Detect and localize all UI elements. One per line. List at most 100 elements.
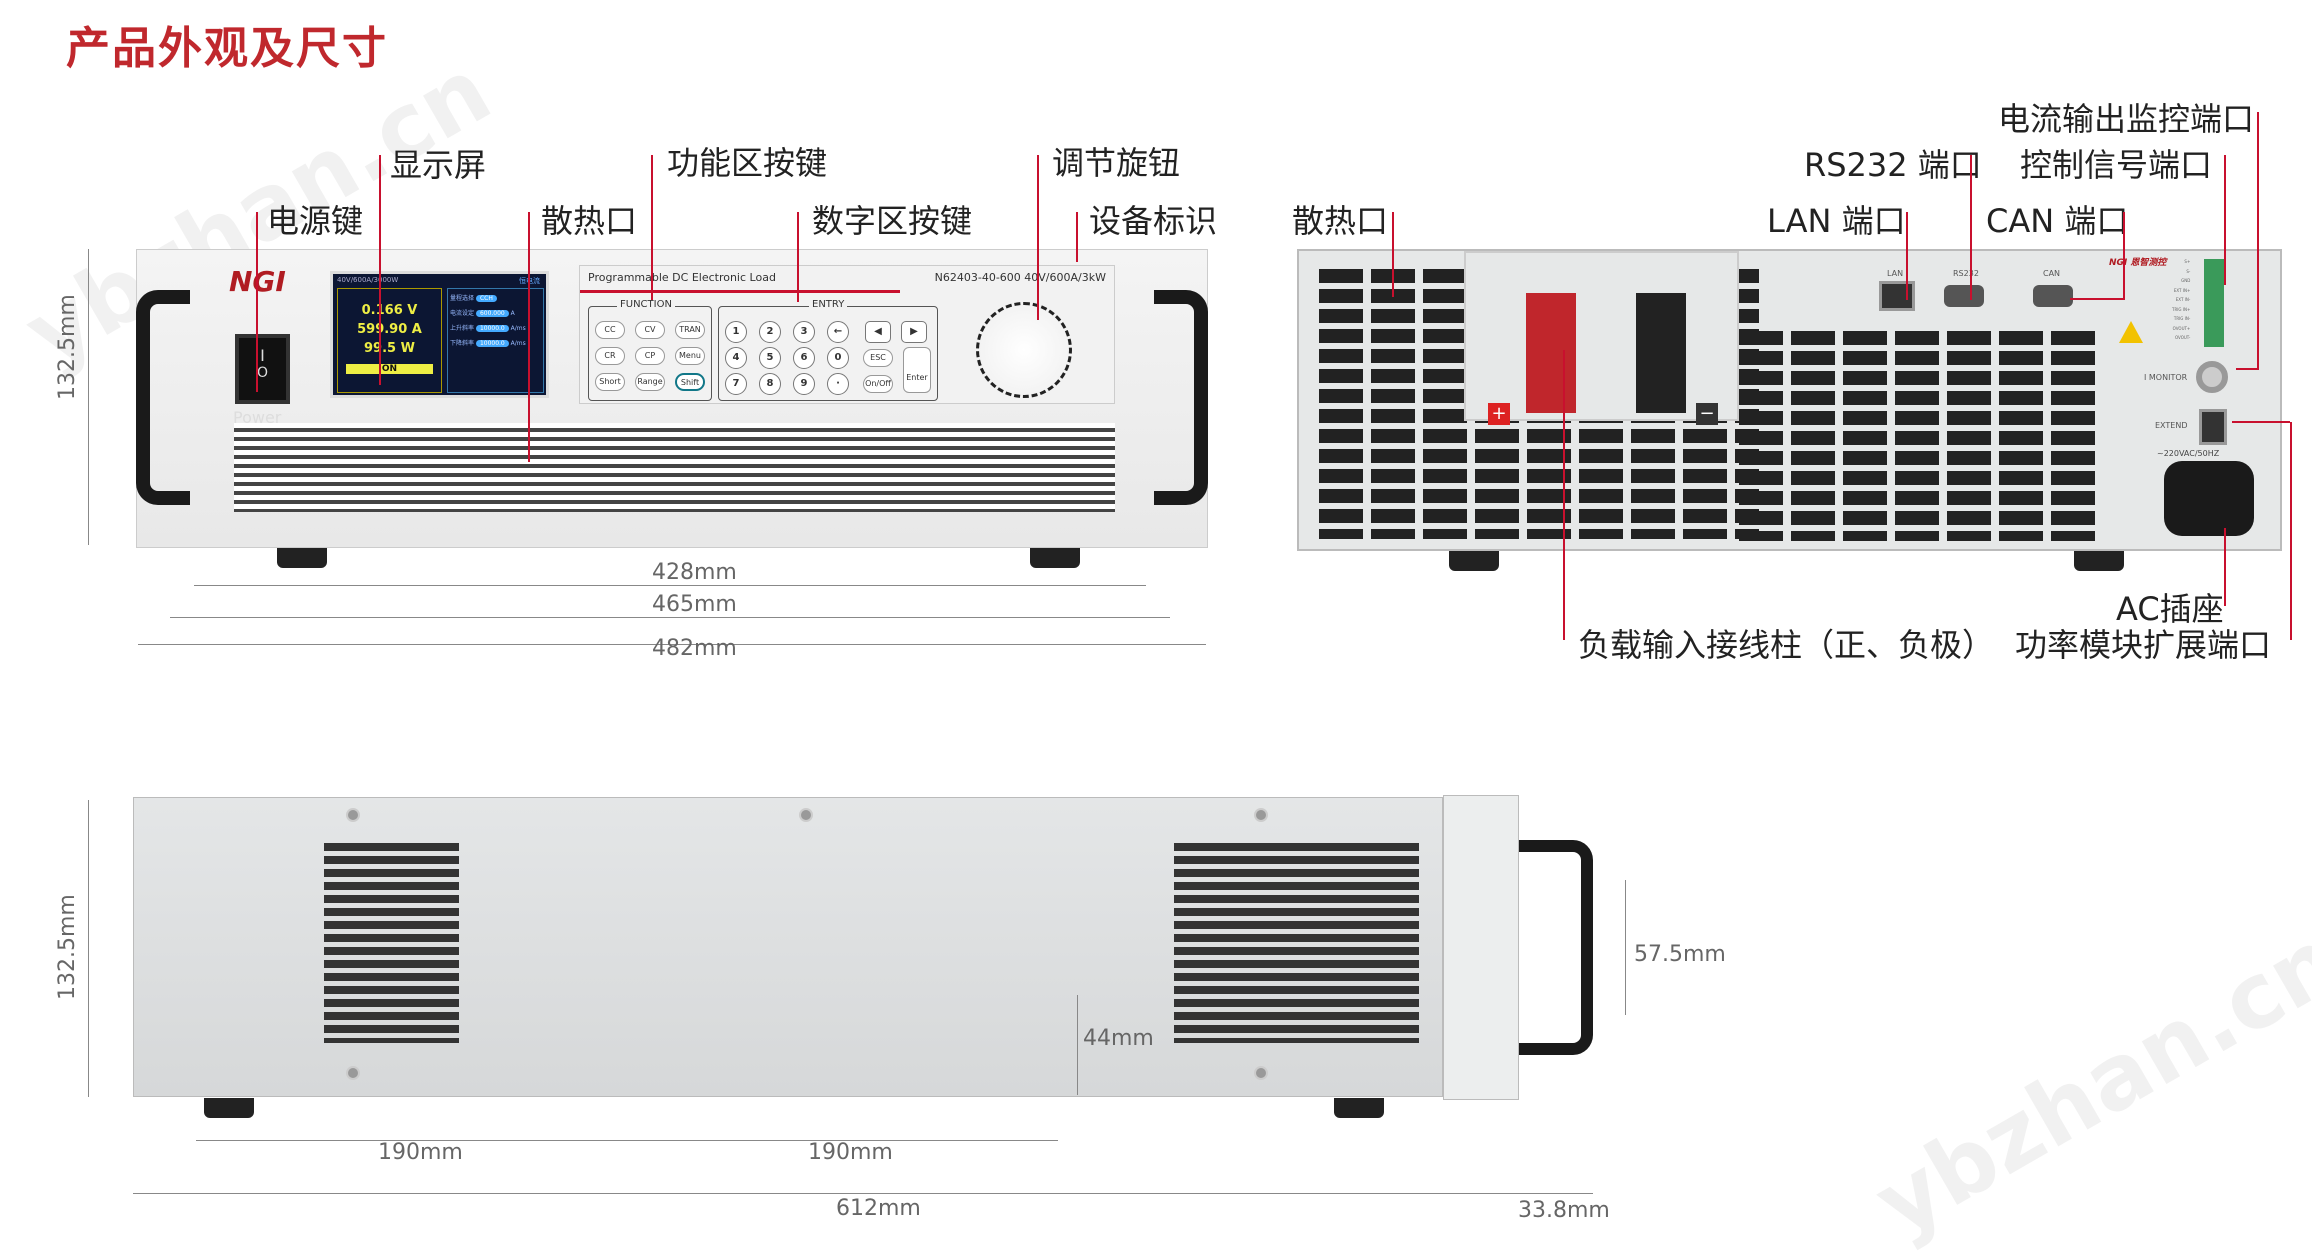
key-backspace[interactable]: ← [827, 321, 849, 343]
right-handle [1154, 290, 1208, 505]
power-reading: 99.5 W [364, 341, 415, 356]
adjust-knob[interactable] [976, 302, 1072, 398]
key-menu[interactable]: Menu [675, 347, 705, 365]
front-vent [234, 423, 1115, 512]
key-cv[interactable]: CV [635, 321, 665, 339]
control-signal-terminal[interactable] [2204, 259, 2224, 347]
function-group: FUNCTION CC CV TRAN CR CP Menu Short Ran… [588, 299, 712, 401]
key-left[interactable]: ◀ [865, 321, 891, 343]
label-lan: LAN 端口 [1767, 202, 1906, 240]
label-rs232: RS232 端口 [1804, 146, 1982, 184]
side-vent [324, 843, 459, 1043]
key-enter[interactable]: Enter [903, 347, 931, 393]
product-name: Programmable DC Electronic Load [588, 271, 776, 284]
label-function-keys: 功能区按键 [667, 144, 828, 182]
label-numeric-keys: 数字区按键 [812, 202, 973, 240]
label-display: 显示屏 [390, 146, 487, 184]
key-onoff[interactable]: On/Off [863, 375, 893, 393]
plus-sign: + [1488, 403, 1510, 425]
positive-terminal [1526, 293, 1576, 413]
ac-socket[interactable] [2164, 461, 2254, 536]
label-device-id: 设备标识 [1089, 202, 1218, 240]
key-right[interactable]: ▶ [901, 321, 927, 343]
param-value: CCH [475, 295, 497, 302]
hot-warning-icon [2119, 321, 2143, 343]
watermark: ybzhan.cn [1858, 908, 2312, 1257]
key-5[interactable]: 5 [759, 347, 781, 369]
dim-465: 465mm [652, 592, 737, 617]
label-load-terminals: 负载输入接线柱（正、负极） [1578, 626, 1995, 664]
key-tran[interactable]: TRAN [675, 321, 705, 339]
function-title: FUNCTION [617, 299, 675, 310]
foot [277, 548, 327, 568]
label-rear-vent: 散热口 [1292, 202, 1389, 240]
label-front-vent: 散热口 [541, 202, 638, 240]
voltage-reading: 0.166 V [361, 303, 418, 318]
label-can: CAN 端口 [1986, 202, 2129, 240]
label-i-monitor: 电流输出监控端口 [1998, 100, 2255, 138]
key-esc[interactable]: ESC [863, 349, 893, 367]
key-0[interactable]: 0 [827, 347, 849, 369]
key-short[interactable]: Short [595, 373, 625, 391]
terminal-bay: + − [1464, 251, 1739, 425]
left-handle [136, 290, 190, 505]
lan-text: LAN [1887, 269, 1904, 278]
page-title: 产品外观及尺寸 [66, 23, 388, 74]
key-cp[interactable]: CP [635, 347, 665, 365]
foot [204, 1098, 254, 1118]
model-label: N62403-40-600 40V/600A/3kW [934, 271, 1106, 284]
key-8[interactable]: 8 [759, 373, 781, 395]
param-value: 600.000 [475, 310, 509, 317]
lan-port[interactable] [1879, 281, 1915, 311]
extend-port[interactable] [2199, 409, 2227, 445]
minus-sign: − [1696, 403, 1718, 425]
entry-group: ENTRY 1 2 3 ← ◀ ▶ 4 5 6 0 ESC 7 8 9 · On… [718, 299, 938, 401]
key-cr[interactable]: CR [595, 347, 625, 365]
param-value: 10000.0 [475, 340, 509, 347]
label-extend-port: 功率模块扩展端口 [2015, 626, 2272, 664]
side-view [133, 797, 1443, 1118]
can-port[interactable] [2033, 285, 2073, 307]
dim-front-height: 132.5mm [55, 294, 80, 400]
front-view: NGI IO Power 40V/600A/3000W 恒电流 0.166 V … [136, 249, 1208, 568]
key-range[interactable]: Range [635, 373, 665, 391]
param-value: 10000.0 [475, 325, 509, 332]
key-shift[interactable]: Shift [675, 373, 705, 391]
dim-seg1: 190mm [378, 1140, 463, 1165]
key-2[interactable]: 2 [759, 321, 781, 343]
i-monitor-bnc[interactable] [2196, 361, 2228, 393]
rack-ear [1443, 795, 1519, 1100]
dim-handle-height: 57.5mm [1634, 942, 1726, 967]
key-cc[interactable]: CC [595, 321, 625, 339]
foot [1030, 548, 1080, 568]
foot [1449, 551, 1499, 571]
foot [2074, 551, 2124, 571]
i-monitor-text: I MONITOR [2144, 373, 2188, 382]
rs232-port[interactable] [1944, 285, 1984, 307]
side-vent [1174, 843, 1419, 1043]
label-power-key: 电源键 [267, 202, 364, 240]
dim-depth: 612mm [836, 1196, 921, 1221]
screen-header: 40V/600A/3000W [337, 276, 399, 284]
key-9[interactable]: 9 [793, 373, 815, 395]
ac-text: ~220VAC/50HZ [2157, 449, 2220, 458]
rear-brand: NGI 恩智测控 [2109, 258, 2167, 268]
dim-handle-depth: 33.8mm [1518, 1198, 1610, 1223]
key-1[interactable]: 1 [725, 321, 747, 343]
key-7[interactable]: 7 [725, 373, 747, 395]
key-3[interactable]: 3 [793, 321, 815, 343]
control-panel: Programmable DC Electronic Load N62403-4… [579, 265, 1115, 404]
label-control-signal: 控制信号端口 [2020, 146, 2213, 184]
negative-terminal [1636, 293, 1686, 413]
can-text: CAN [2043, 269, 2061, 278]
dim-side-height: 132.5mm [55, 894, 80, 1000]
current-reading: 599.90 A [357, 322, 422, 337]
power-text: Power [233, 408, 282, 427]
key-6[interactable]: 6 [793, 347, 815, 369]
status-indicator: ON [346, 364, 433, 374]
side-handle [1519, 840, 1593, 1055]
key-dot[interactable]: · [827, 373, 849, 395]
key-4[interactable]: 4 [725, 347, 747, 369]
